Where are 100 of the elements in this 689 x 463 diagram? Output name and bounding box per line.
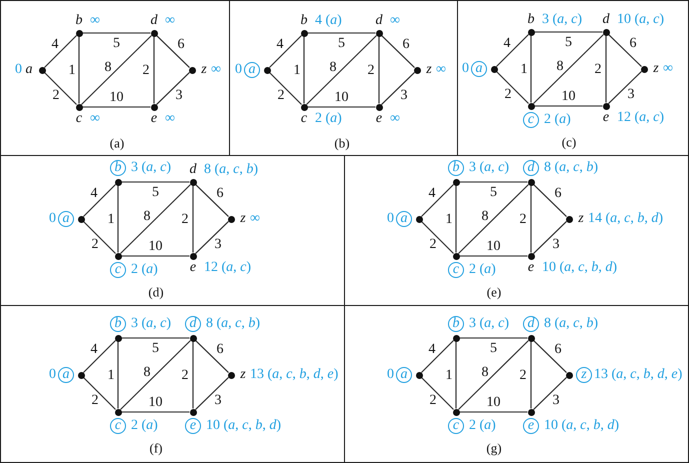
vertex-label: b: [528, 13, 534, 27]
edge-weight: 2: [520, 213, 526, 227]
vertex-label: z: [240, 368, 246, 382]
panel-caption: (d): [148, 286, 164, 298]
edge-weight: 2: [368, 64, 374, 78]
edge-weight: 4: [428, 343, 436, 357]
circled-vertex-label: a: [396, 211, 412, 227]
edge-line: [192, 186, 194, 252]
edge-weight: 1: [446, 213, 452, 227]
vertex-label: z: [426, 63, 432, 77]
edge-line: [533, 221, 567, 254]
edge-line: [117, 186, 119, 252]
distance-label: 13 (a, c, b, d, e): [594, 368, 682, 382]
distance-label: 3 (a, c): [469, 161, 510, 175]
circled-vertex-label: e: [523, 418, 539, 434]
edge-line: [269, 35, 302, 68]
edge-line: [534, 31, 602, 33]
edge-line: [156, 72, 190, 105]
vertex-label: z: [240, 212, 246, 226]
vertex-label: a: [26, 63, 32, 77]
edge-weight: 4: [428, 187, 436, 201]
edge-weight: 6: [630, 37, 636, 51]
edge-weight: 2: [92, 238, 98, 252]
distance-label: 4 (a): [315, 14, 342, 28]
edge-weight: 4: [52, 38, 58, 52]
edge-weight: 6: [554, 343, 562, 357]
edge-line: [530, 36, 532, 102]
edge-weight: 6: [178, 38, 184, 52]
edge-line: [78, 36, 80, 104]
edge-weight: 5: [152, 342, 159, 356]
edge-line: [195, 377, 229, 410]
edge-line: [122, 411, 190, 413]
circled-vertex-label: c: [448, 262, 464, 278]
vertex-label: b: [300, 14, 308, 28]
panel-frame: [0, 0, 230, 156]
edge-weight: 10: [148, 240, 162, 254]
edge-weight: 2: [504, 88, 512, 102]
distance-label: 2 (a): [315, 112, 342, 126]
circled-vertex-label: b: [110, 160, 126, 176]
edge-weight: 2: [430, 394, 436, 408]
edge-weight: 2: [430, 238, 436, 252]
edge-line: [122, 255, 190, 257]
edge-line: [120, 184, 191, 254]
distance-label: 0: [462, 62, 469, 76]
distance-label: 2 (a): [469, 263, 496, 277]
edge-weight: 4: [90, 343, 98, 357]
edge-weight: 2: [142, 64, 150, 78]
edge-line: [533, 184, 567, 217]
edge-weight: 6: [554, 187, 562, 201]
edge-line: [44, 72, 77, 105]
edge-weight: 4: [276, 38, 284, 52]
distance-label: 0: [387, 212, 394, 226]
distance-label: 2 (a): [131, 419, 158, 433]
edge-line: [421, 221, 454, 254]
edge-line: [81, 35, 152, 105]
edge-line: [460, 181, 528, 183]
edge-line: [269, 72, 302, 105]
distance-label: 10 (a, c, b, d): [544, 419, 620, 433]
distance-label: ∞: [165, 112, 175, 126]
circled-vertex-label: d: [523, 160, 539, 176]
edge-weight: 4: [90, 187, 98, 201]
edge-weight: 10: [334, 91, 348, 105]
panel-frame: [457, 0, 689, 156]
circled-vertex-label: a: [58, 367, 74, 383]
distance-label: 10 (a, c): [617, 13, 664, 27]
edge-line: [496, 71, 529, 104]
vertex-label: e: [528, 261, 534, 275]
vertex-label: c: [76, 112, 82, 126]
edge-line: [44, 35, 77, 68]
edge-weight: 1: [446, 369, 452, 383]
edge-weight: 8: [144, 366, 150, 380]
circled-vertex-label: z: [576, 367, 592, 383]
distance-label: 0: [49, 368, 56, 382]
distance-label: 2 (a): [131, 263, 158, 277]
distance-label: 3 (a, c): [131, 317, 172, 331]
panel-caption: (b): [334, 136, 350, 150]
distance-label: 8 (a, c, b): [544, 317, 598, 331]
edge-line: [308, 32, 376, 34]
edge-line: [83, 221, 116, 254]
edge-line: [608, 71, 642, 104]
circled-vertex-label: d: [185, 316, 201, 332]
edge-line: [608, 34, 642, 67]
edge-line: [455, 186, 457, 252]
edge-line: [306, 35, 377, 105]
edge-weight: 10: [110, 91, 124, 105]
edge-weight: 5: [152, 186, 159, 200]
edge-weight: 5: [338, 37, 345, 51]
distance-label: 13 (a, c, b, d, e): [250, 368, 338, 382]
vertex-label: c: [300, 112, 308, 126]
circled-vertex-label: c: [110, 262, 126, 278]
edge-weight: 3: [552, 394, 560, 408]
circled-vertex-label: c: [523, 112, 539, 128]
vertex-label: d: [150, 14, 158, 28]
edge-line: [378, 36, 380, 104]
edge-line: [534, 105, 602, 107]
edge-weight: 3: [400, 89, 408, 103]
edge-line: [303, 36, 305, 104]
vertex-label: e: [376, 112, 382, 126]
distance-label: ∞: [663, 62, 673, 76]
distance-label: ∞: [436, 63, 446, 77]
